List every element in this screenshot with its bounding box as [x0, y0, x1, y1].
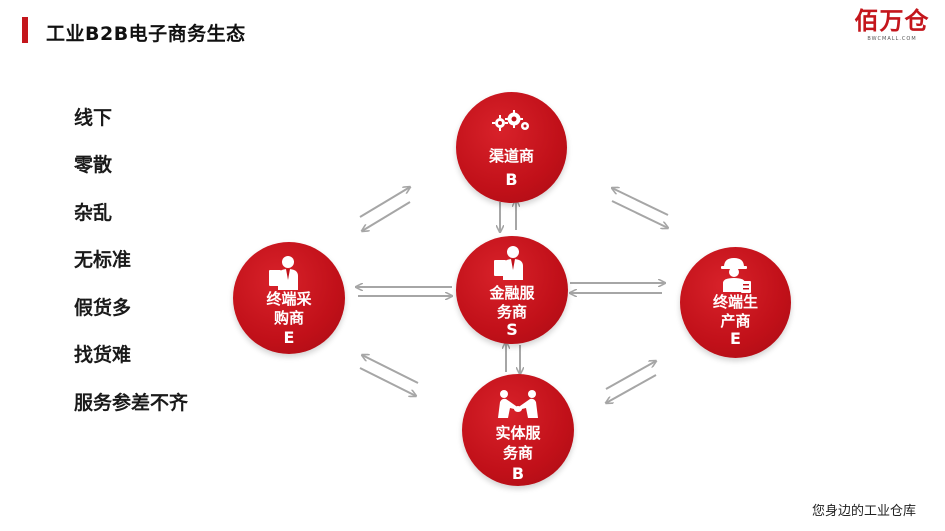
- logo-wordmark: 佰万仓: [854, 7, 930, 35]
- node-label-line2: 务商: [496, 303, 527, 321]
- handshake-icon: [498, 390, 538, 418]
- node-physical-service: 实体服 务商 B: [462, 374, 574, 486]
- issue-item: 无标准: [74, 249, 132, 271]
- issue-item: 零散: [74, 154, 113, 176]
- node-label-line2: 购商: [273, 309, 304, 327]
- businessman-icon: [269, 256, 298, 290]
- issue-item: 服务参差不齐: [74, 392, 189, 414]
- page-title: 工业B2B电子商务生态: [46, 23, 246, 45]
- issue-item: 杂乱: [74, 202, 113, 224]
- node-label-line1: 金融服: [489, 284, 535, 302]
- node-end-buyer: 终端采 购商 E: [233, 242, 345, 354]
- node-label-line1: 终端采: [266, 290, 312, 308]
- node-finance-service: 金融服 务商 S: [456, 236, 568, 344]
- issue-item: 假货多: [74, 297, 132, 319]
- node-label-line2: 务商: [502, 444, 533, 462]
- logo-domain: BWCMALL.COM: [867, 36, 917, 42]
- arrow-diag-ll-down: [359, 367, 416, 396]
- arrow-diag-ul-up: [359, 187, 410, 218]
- node-role-letter: B: [511, 464, 525, 483]
- node-channel-dealer: 渠道商 B: [456, 92, 567, 203]
- node-role-letter: B: [505, 170, 518, 189]
- issue-item: 线下: [74, 107, 113, 129]
- arrow-diag-lr-up: [605, 361, 656, 390]
- worker-icon: [721, 258, 751, 293]
- node-label-line2: 产商: [720, 312, 751, 330]
- node-end-producer: 终端生 产商 E: [680, 247, 791, 358]
- node-role-letter: E: [730, 329, 741, 348]
- issue-item: 找货难: [74, 344, 132, 366]
- node-label-line1: 终端生: [712, 293, 758, 311]
- arrow-diag-ul-down: [362, 201, 411, 231]
- businessman-icon: [494, 246, 523, 280]
- node-role-letter: S: [506, 320, 518, 339]
- arrow-diag-ur-up: [612, 188, 669, 216]
- node-label-line1: 实体服: [495, 424, 541, 442]
- node-role-letter: E: [283, 328, 295, 347]
- node-label: 渠道商: [488, 147, 534, 165]
- brand-logo: 佰万仓 BWCMALL.COM: [851, 8, 933, 44]
- title-accent-bar: [22, 17, 28, 43]
- arrow-diag-ll-up: [362, 355, 419, 384]
- footer-slogan: 您身边的工业仓库: [812, 504, 917, 519]
- arrow-diag-ur-down: [611, 200, 668, 228]
- arrow-diag-lr-down: [606, 374, 657, 403]
- gears-icon: [492, 110, 529, 131]
